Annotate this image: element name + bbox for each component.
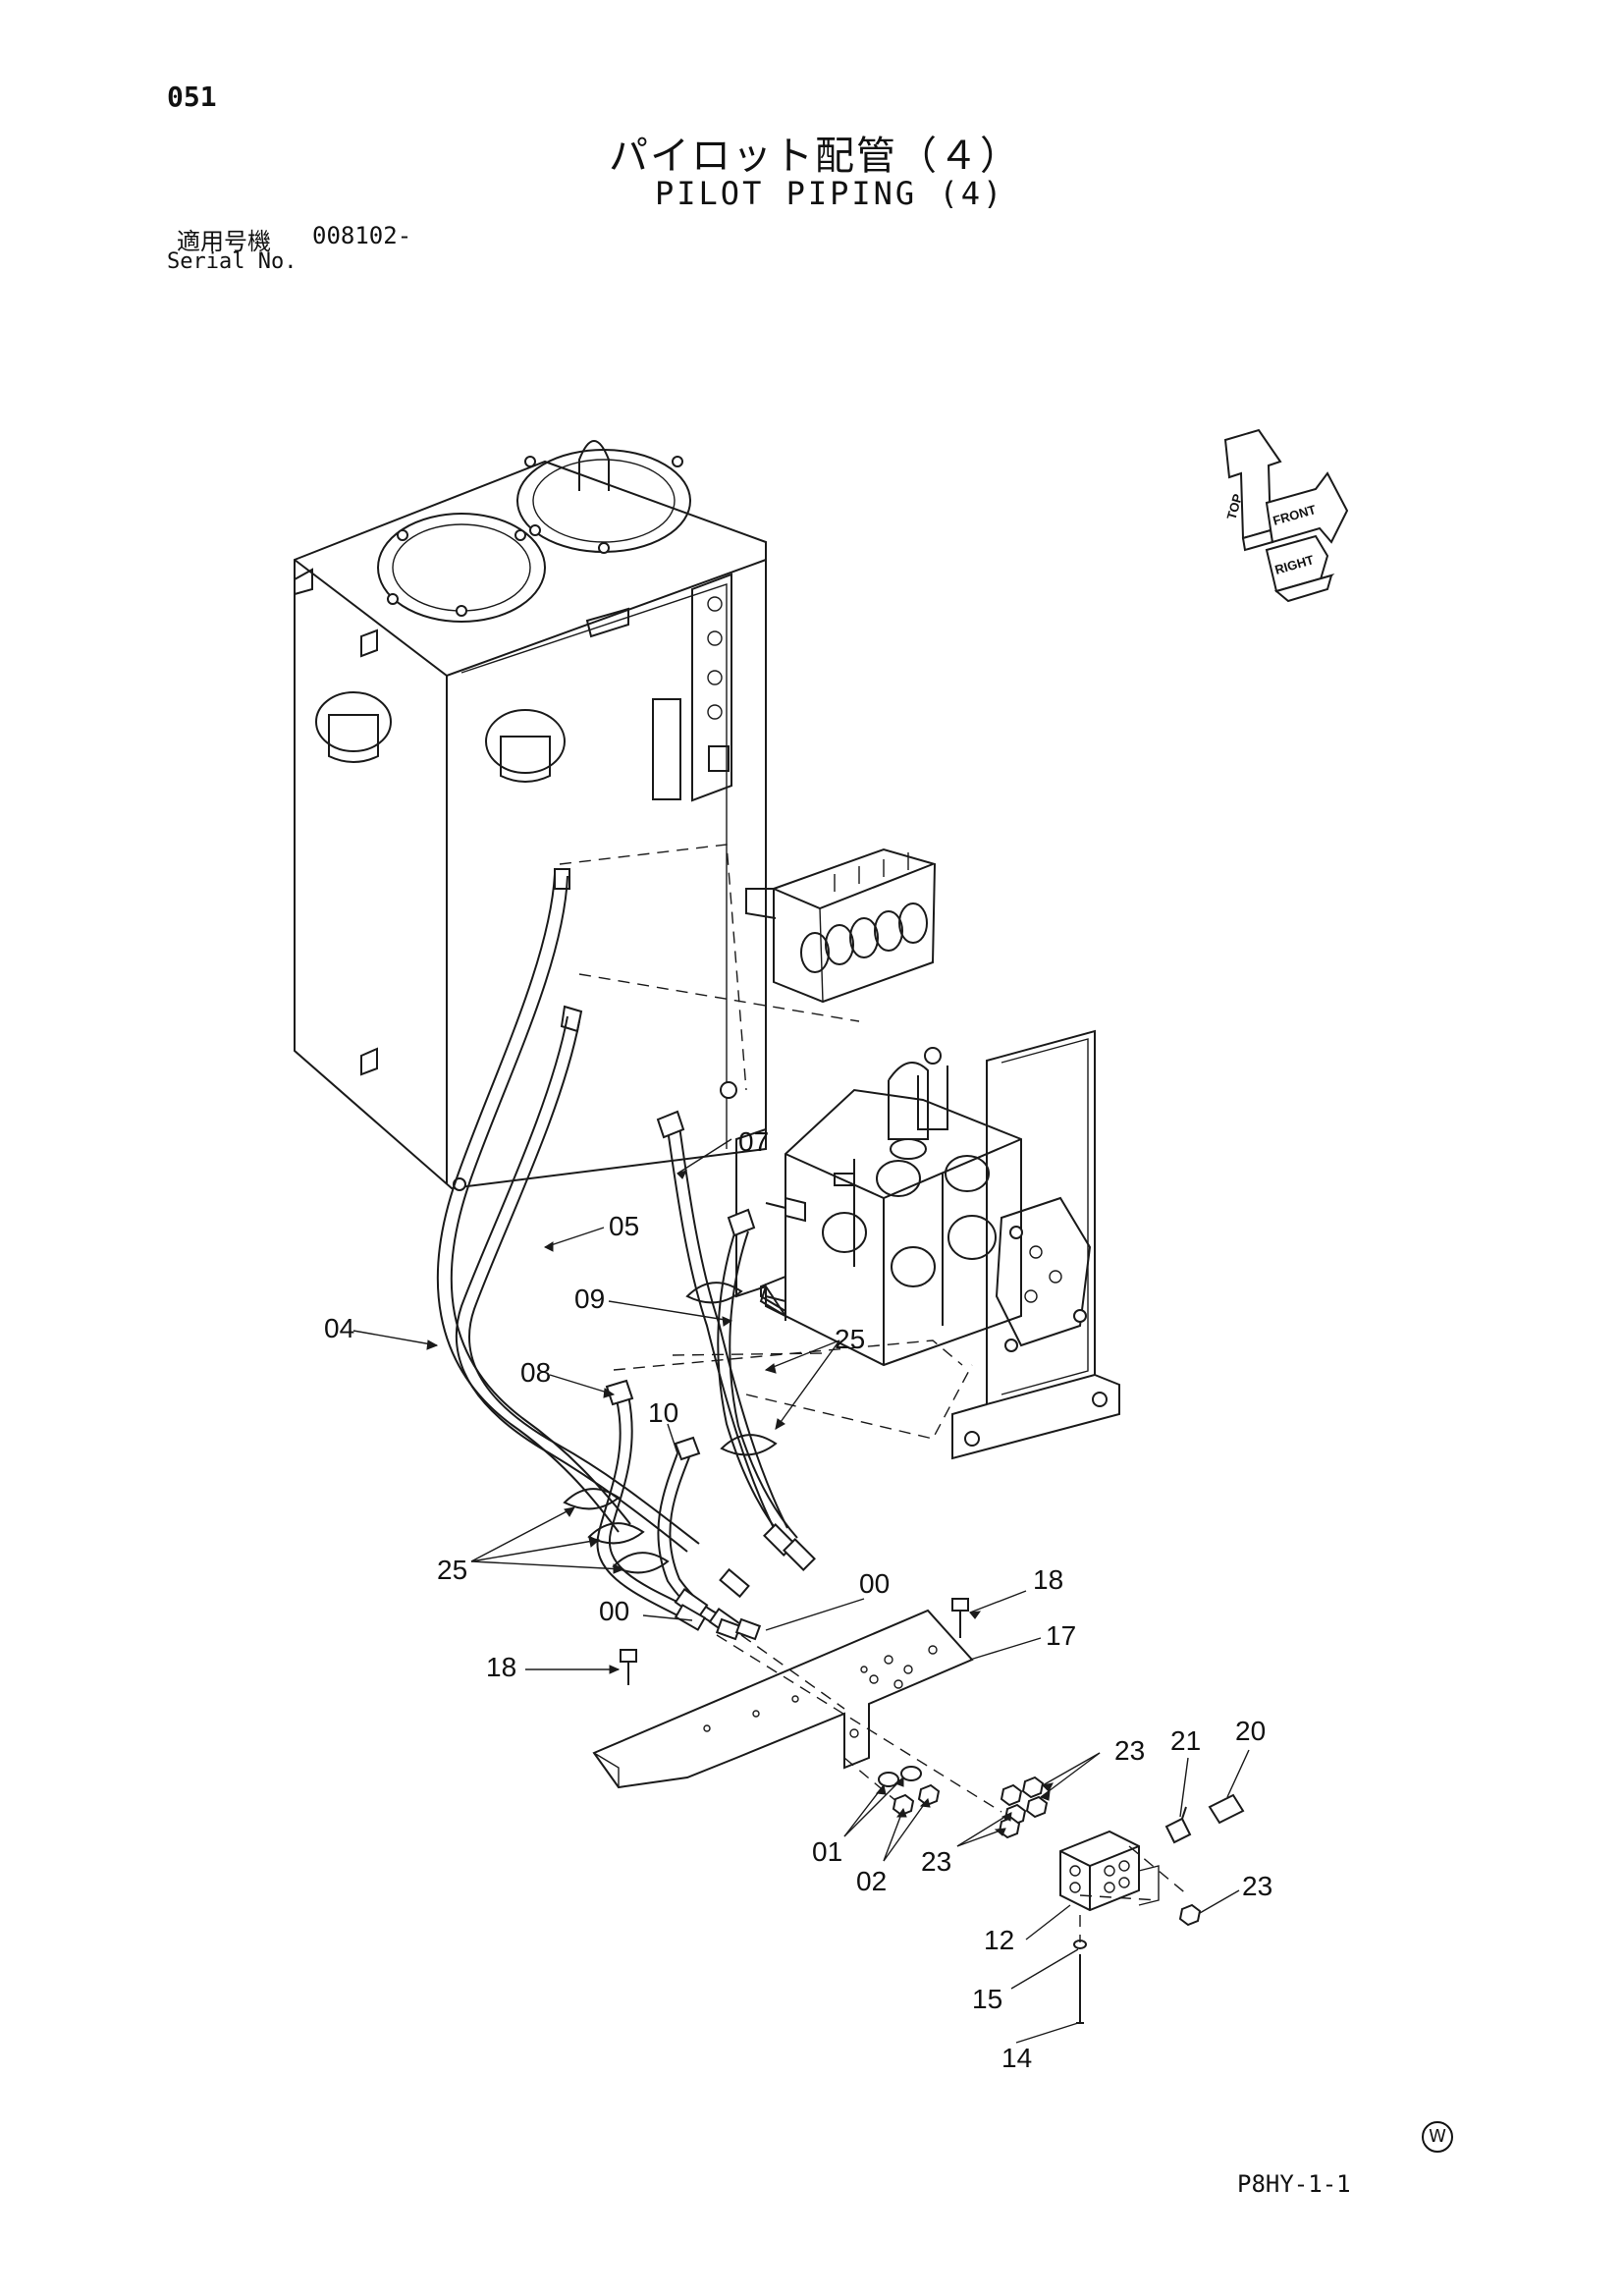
callout-18-left: 18 <box>486 1652 516 1682</box>
callout-23-upper: 23 <box>1114 1735 1145 1766</box>
fitting-21 <box>1164 1806 1192 1844</box>
callout-08: 08 <box>520 1357 551 1388</box>
callout-21: 21 <box>1170 1725 1201 1756</box>
callout-09: 09 <box>574 1284 605 1314</box>
callout-25-upper: 25 <box>835 1324 865 1354</box>
callout-00-right: 00 <box>859 1568 890 1599</box>
revision-mark: W <box>1422 2121 1453 2153</box>
hose-07 <box>656 1110 788 1533</box>
callout-05: 05 <box>609 1211 639 1241</box>
hydraulic-tank <box>294 440 767 1191</box>
page-title-english: PILOT PIPING (4) <box>655 175 1005 212</box>
page-title-japanese: パイロット配管（４） <box>609 134 1021 179</box>
serial-label-english: Serial No. <box>167 249 298 274</box>
callout-12: 12 <box>984 1925 1014 1955</box>
leader-lines <box>352 1138 1250 2044</box>
fitting-20 <box>1208 1793 1245 1825</box>
callout-01: 01 <box>812 1836 842 1867</box>
bracket-17 <box>592 1609 974 1789</box>
solenoid-valve-block <box>745 847 937 1004</box>
serial-label-japanese: 適用号機 <box>177 228 271 255</box>
bolt-18-right <box>951 1598 969 1638</box>
callout-14: 14 <box>1001 2043 1032 2073</box>
callout-18-right: 18 <box>1033 1564 1063 1595</box>
pin-14 <box>1076 1954 1084 2024</box>
callout-02: 02 <box>856 1866 887 1896</box>
nuts-02 <box>892 1783 941 1817</box>
callout-25-lower: 25 <box>437 1555 467 1585</box>
plugs-23 <box>998 1776 1202 1927</box>
control-valve-assembly <box>760 1047 1022 1367</box>
bolt-18-left <box>620 1649 637 1685</box>
leader-arrowheads <box>426 1170 1054 1836</box>
callout-04: 04 <box>324 1313 354 1343</box>
callout-15: 15 <box>972 1984 1002 2014</box>
hose-fittings <box>674 1523 816 1641</box>
drawing-code: P8HY-1-1 <box>1237 2170 1351 2198</box>
serial-number-value: 008102- <box>312 222 412 249</box>
washers-01 <box>878 1766 922 1787</box>
compass-label-top: TOP <box>1223 492 1245 521</box>
callout-07: 07 <box>738 1126 769 1157</box>
orientation-compass: TOP FRONT RIGHT <box>1223 428 1349 603</box>
callout-20: 20 <box>1235 1716 1266 1746</box>
hose-08 <box>596 1379 688 1616</box>
callout-23-middle: 23 <box>921 1846 951 1877</box>
hose-04 <box>436 873 631 1533</box>
page-number: 051 <box>167 81 217 113</box>
hose-09 <box>717 1208 798 1543</box>
hose-05 <box>455 868 700 1553</box>
callout-10: 10 <box>648 1397 678 1428</box>
manifold-block-12 <box>1059 1830 1160 1912</box>
clamp-25-group <box>563 1282 778 1574</box>
callout-17: 17 <box>1046 1620 1076 1651</box>
callout-23-lower: 23 <box>1242 1871 1272 1901</box>
callout-00-left: 00 <box>599 1596 629 1626</box>
